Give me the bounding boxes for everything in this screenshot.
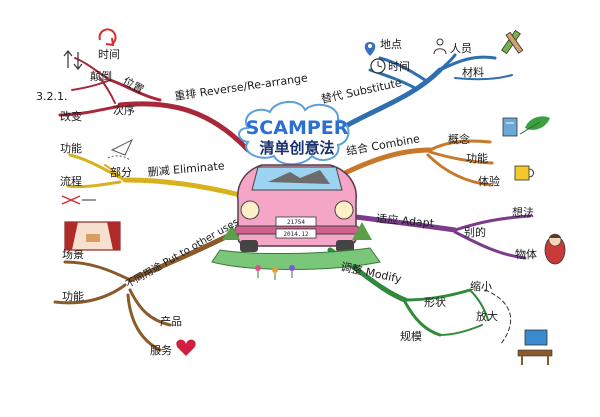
combine-child-experience: 体验 (478, 174, 500, 188)
branch-adapt-label: 适应 Adapt (376, 211, 436, 230)
clock-icon (370, 58, 386, 74)
substitute-child-material: 材料 (462, 65, 484, 79)
reverse-child-change: 改变 (60, 109, 82, 123)
ground-decoration (211, 222, 381, 270)
reverse-child-time: 时间 (98, 48, 120, 61)
car-icon (234, 164, 360, 252)
eliminate-child-part: 部分 (110, 165, 132, 179)
put-child-product: 产品 (160, 314, 182, 328)
combine-child-concept: 概念 (448, 132, 470, 146)
branch-eliminate-label: 删减 Eliminate (147, 159, 225, 179)
adapt-child-object: 物体 (515, 247, 537, 261)
substitute-child-place: 地点 (380, 38, 402, 51)
refresh-icon (98, 28, 117, 47)
doll-icon (544, 233, 566, 265)
branch-reverse-lines (58, 57, 251, 153)
combine-child-function: 功能 (466, 151, 488, 165)
substitute-child-people: 人员 (450, 42, 472, 55)
up-down-arrows-icon (63, 50, 83, 70)
branch-combine-lines (332, 139, 494, 187)
adapt-child-idea: 想法 (512, 205, 534, 219)
reverse-child-order: 次序 (113, 103, 135, 117)
center-cloud (238, 101, 350, 166)
monitor-icon (517, 329, 553, 365)
mug-icon (514, 165, 534, 181)
substitute-child-time: 时间 (388, 60, 410, 73)
eliminate-child-function: 功能 (60, 141, 82, 155)
plate-top: 21754 (287, 219, 305, 226)
modify-child-scale: 规模 (400, 329, 422, 343)
branch-reverse-label: 重排 Reverse/Re-arrange (173, 70, 308, 103)
modify-child-shrink: 缩小 (470, 280, 492, 293)
tools-icon (501, 29, 524, 55)
stage-icon (64, 221, 121, 251)
book-icon (502, 117, 518, 137)
people-icon (433, 38, 447, 55)
adapt-child-other: 别的 (464, 225, 486, 239)
leaf-icon (519, 116, 550, 135)
center-title: SCAMPER (246, 117, 349, 139)
flowers-icon (255, 265, 295, 280)
location-pin-icon (364, 42, 376, 56)
reverse-sequence-note: 3.2.1. (36, 90, 68, 103)
center-subtitle: 清单创意法 (259, 139, 334, 157)
cross-out-icon (61, 195, 96, 205)
heart-icon (176, 339, 196, 356)
modify-child-enlarge: 放大 (476, 309, 498, 323)
branch-put-lines (53, 227, 243, 352)
reverse-child-flip: 颠倒 (90, 69, 112, 83)
branch-eliminate-lines (66, 153, 243, 198)
plane-icon (107, 138, 134, 161)
modify-child-shape: 形状 (424, 295, 446, 309)
eliminate-child-process: 流程 (60, 174, 82, 188)
put-child-function: 功能 (62, 289, 84, 303)
put-child-service: 服务 (150, 344, 172, 357)
plate-bottom: 2014.12 (283, 231, 309, 238)
